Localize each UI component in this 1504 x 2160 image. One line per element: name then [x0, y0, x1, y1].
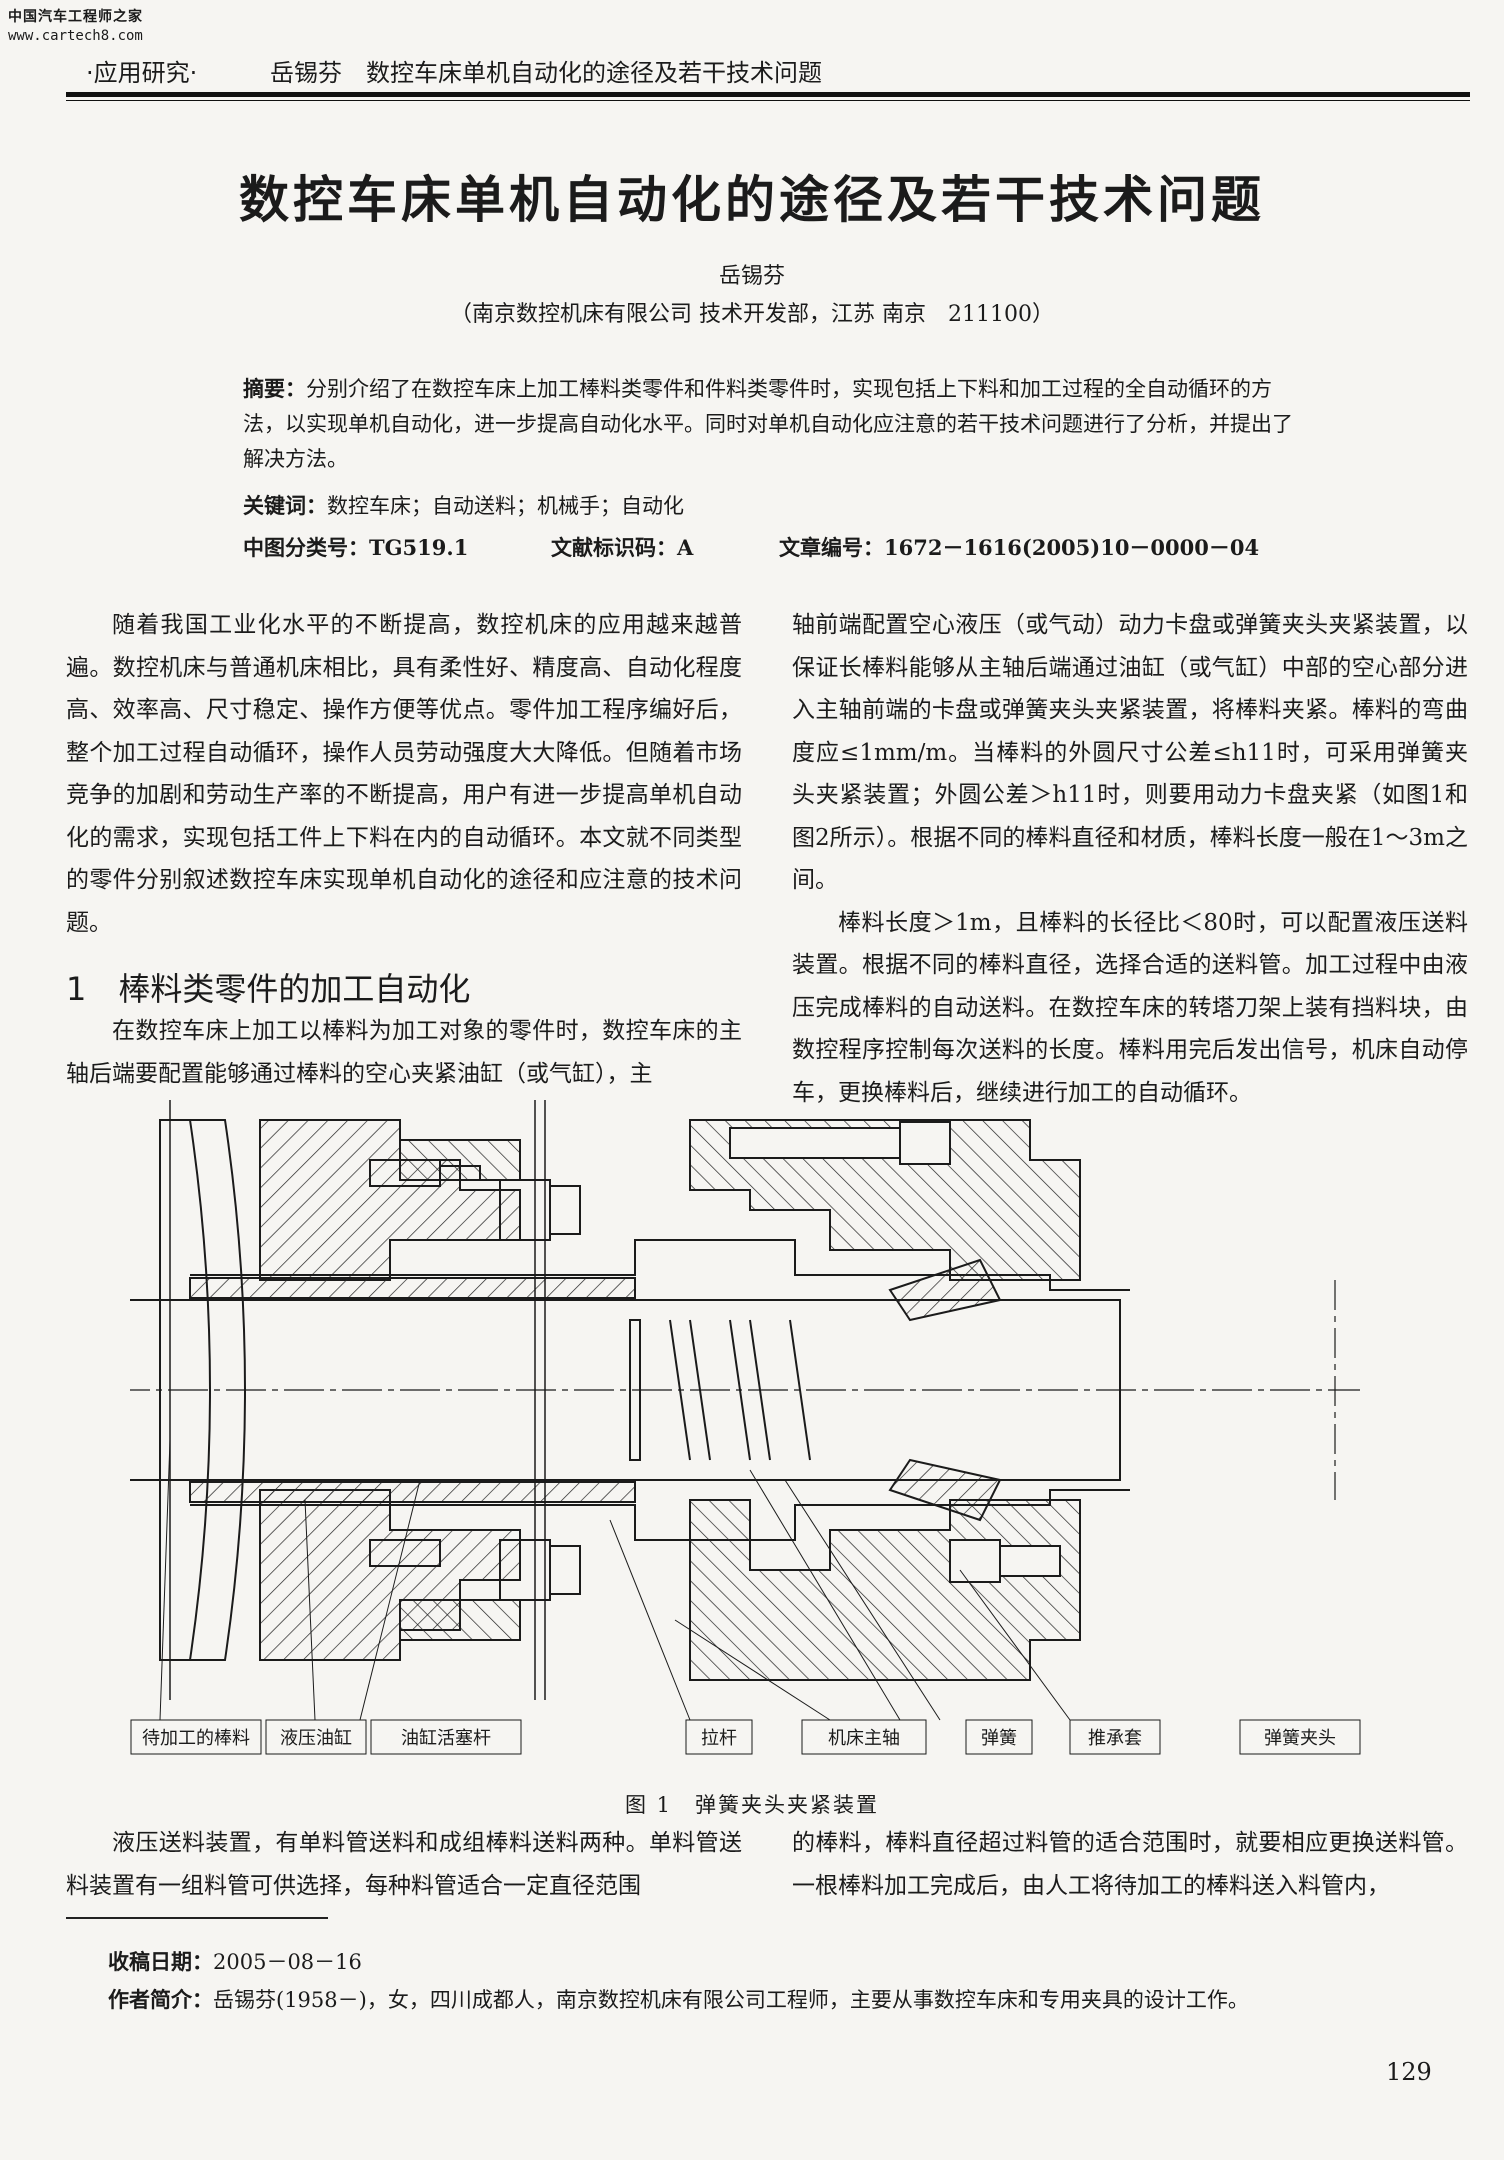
label-hydraulic-cylinder: 液压油缸	[280, 1727, 352, 1749]
abstract-text: 分别介绍了在数控车床上加工棒料类零件和件料类零件时，实现包括上下料和加工过程的全…	[243, 377, 1293, 471]
article-title: 数控车床单机自动化的途径及若干技术问题	[239, 171, 1265, 229]
label-bar-stock: 待加工的棒料	[142, 1728, 250, 1749]
clc-number: 中图分类号：TG519.1	[243, 535, 469, 560]
paragraph-chuck: 轴前端配置空心液压（或气动）动力卡盘或弹簧夹头夹紧装置，以保证长棒料能够从主轴后…	[792, 612, 1468, 893]
abstract: 摘要：分别介绍了在数控车床上加工棒料类零件和件料类零件时，实现包括上下料和加工过…	[243, 372, 1293, 477]
keywords-text: 数控车床；自动送料；机械手；自动化	[327, 494, 684, 518]
page-number: 129	[1386, 2058, 1432, 2086]
paragraph-intro: 随着我国工业化水平的不断提高，数控机床的应用越来越普遍。数控机床与普通机床相比，…	[66, 612, 742, 936]
author: 岳锡芬	[718, 264, 785, 289]
received-label: 收稿日期：	[108, 1950, 213, 1974]
label-draw-bar: 拉杆	[701, 1728, 737, 1749]
running-header-section: ·应用研究·	[86, 59, 198, 87]
figure-caption: 图 1 弹簧夹头夹紧装置	[624, 1793, 880, 1817]
body-left-column-section: 在数控车床上加工以棒料为加工对象的零件时，数控车床的主轴后端要配置能够通过棒料的…	[66, 1010, 742, 1095]
body-left-column-bottom: 液压送料装置，有单料管送料和成组棒料送料两种。单料管送料装置有一组料管可供选择，…	[66, 1822, 742, 1907]
footnote-rule	[66, 1917, 328, 1919]
footnote-bio: 作者简介：岳锡芬(1958－)，女，四川成都人，南京数控机床有限公司工程师，主要…	[108, 1984, 1468, 2014]
keywords-label: 关键词：	[243, 494, 327, 518]
section-heading-1: 1 棒料类零件的加工自动化	[66, 970, 471, 1008]
header-rule-thick	[66, 92, 1470, 97]
header-rule-thin	[66, 100, 1470, 101]
bio-label: 作者简介：	[108, 1988, 213, 2012]
affiliation: （南京数控机床有限公司 技术开发部，江苏 南京 211100）	[450, 302, 1054, 327]
label-spring-collet: 弹簧夹头	[1264, 1728, 1336, 1749]
received-date: 2005－08－16	[213, 1950, 362, 1974]
label-spring: 弹簧	[981, 1728, 1017, 1749]
paragraph-feeder-continued: 的棒料，棒料直径超过料管的适合范围时，就要相应更换送料管。一根棒料加工完成后，由…	[792, 1830, 1468, 1899]
article-number: 文章编号：1672－1616(2005)10－0000－04	[779, 535, 1260, 560]
paragraph-feeding: 棒料长度＞1m，且棒料的长径比＜80时，可以配置液压送料装置。根据不同的棒料直径…	[792, 909, 1468, 1106]
watermark-url: www.cartech8.com	[8, 28, 143, 44]
label-piston-rod: 油缸活塞杆	[401, 1727, 491, 1749]
paragraph-section1-start: 在数控车床上加工以棒料为加工对象的零件时，数控车床的主轴后端要配置能够通过棒料的…	[66, 1018, 742, 1087]
abstract-label: 摘要：	[243, 377, 306, 401]
figure-spring-collet-clamp: 待加工的棒料 液压油缸 油缸活塞杆 拉杆 机床主轴 弹簧 推承套 弹簧夹头	[130, 1100, 1361, 1755]
footnote-received: 收稿日期：2005－08－16	[108, 1946, 362, 1976]
paragraph-feeder-types: 液压送料装置，有单料管送料和成组棒料送料两种。单料管送料装置有一组料管可供选择，…	[66, 1830, 742, 1899]
body-left-column-top: 随着我国工业化水平的不断提高，数控机床的应用越来越普遍。数控机床与普通机床相比，…	[66, 604, 742, 944]
body-right-column-bottom: 的棒料，棒料直径超过料管的适合范围时，就要相应更换送料管。一根棒料加工完成后，由…	[792, 1822, 1468, 1907]
running-header-title: 岳锡芬 数控车床单机自动化的途径及若干技术问题	[270, 59, 822, 87]
body-right-column-top: 轴前端配置空心液压（或气动）动力卡盘或弹簧夹头夹紧装置，以保证长棒料能够从主轴后…	[792, 604, 1468, 1114]
watermark-site-name: 中国汽车工程师之家	[8, 9, 143, 25]
document-code: 文献标识码：A	[551, 535, 694, 560]
bio-text: 岳锡芬(1958－)，女，四川成都人，南京数控机床有限公司工程师，主要从事数控车…	[213, 1988, 1249, 2012]
label-thrust-sleeve: 推承套	[1088, 1728, 1142, 1749]
label-machine-spindle: 机床主轴	[828, 1728, 900, 1749]
keywords: 关键词：数控车床；自动送料；机械手；自动化	[243, 490, 684, 520]
